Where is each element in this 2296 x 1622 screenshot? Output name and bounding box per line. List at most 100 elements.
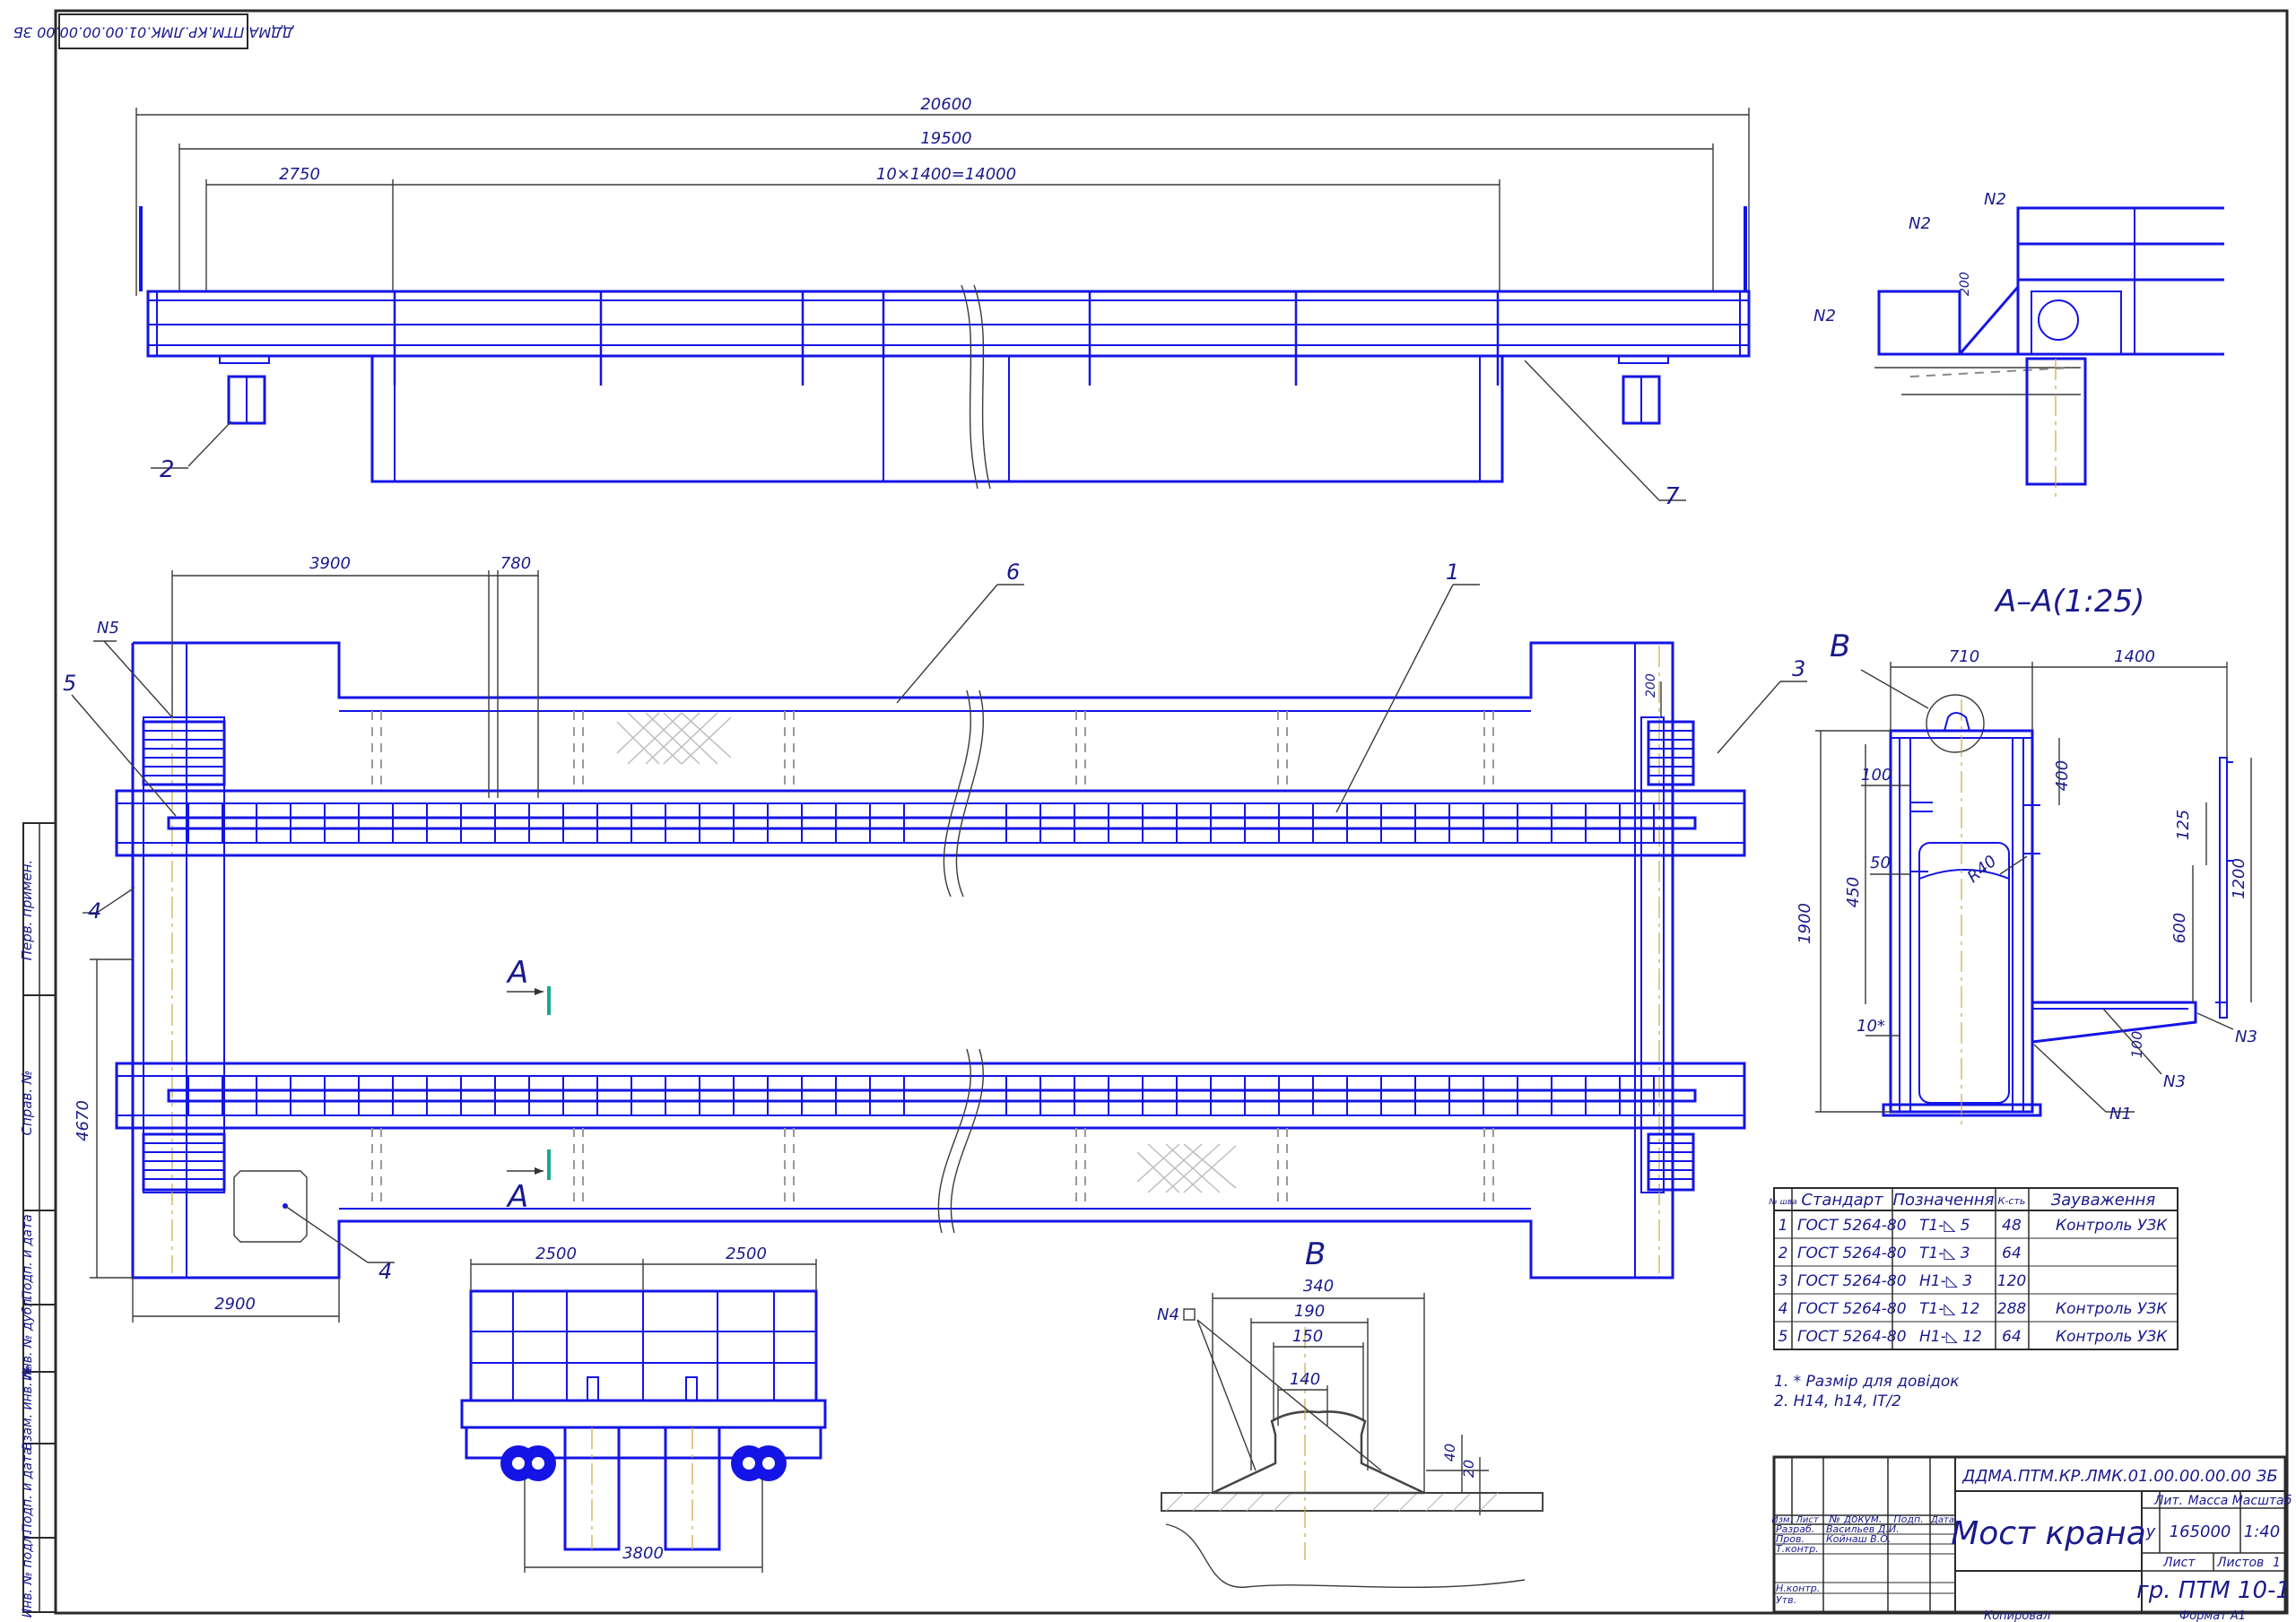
stamp-inv-podl: Инв. № подл. [21, 1531, 35, 1618]
end-carriage-view: 2500 2500 3800 [460, 1245, 827, 1573]
dim-150: 150 [1292, 1327, 1323, 1346]
tb-h-sheet: Лист [2162, 1556, 2196, 1570]
dim-3800: 3800 [622, 1544, 664, 1563]
pos-6: 6 [1006, 559, 1020, 585]
weld-cell: 48 [2002, 1217, 2022, 1235]
dim-2750: 2750 [279, 165, 320, 184]
section-a-a-view: А–А(1:25) В 710 1400 [1796, 584, 2257, 1130]
tb-copied: Копировал [1984, 1609, 2050, 1622]
section-mark-lower: А [506, 1149, 551, 1215]
weld-cell: Контроль УЗК [2056, 1300, 2168, 1318]
weld-cell: 2 [1779, 1245, 1788, 1262]
stamp-sprav: Справ. № [19, 1071, 35, 1136]
dim-4670: 4670 [74, 1100, 92, 1141]
weld-n3-b: N3 [2235, 1028, 2257, 1046]
tb-format: Формат А1 [2179, 1609, 2246, 1622]
dim-10x1400: 10×1400=14000 [876, 165, 1016, 184]
tb-mass-value: 165000 [2170, 1522, 2231, 1541]
dim-10-star: 10* [1857, 1017, 1885, 1036]
weld-cell: Контроль УЗК [2056, 1328, 2168, 1346]
dim-2900: 2900 [214, 1295, 256, 1314]
tb-nkontr-label: Н.контр. [1776, 1583, 1820, 1594]
dim-450: 450 [1844, 877, 1863, 907]
dim-19500: 19500 [920, 129, 971, 148]
stair-bottom-right [1647, 1132, 1695, 1192]
wheel-right [731, 1445, 787, 1481]
pos-3: 3 [1792, 656, 1805, 681]
weld-cell: Т1-◺ 12 [1919, 1300, 1979, 1318]
dim-200-plan: 200 [1644, 673, 1658, 698]
section-a-lower: А [506, 1179, 528, 1215]
weld-cell: 120 [1997, 1272, 2026, 1290]
tb-utv-label: Утв. [1776, 1594, 1796, 1606]
weld-head-qty: К-сть [1998, 1195, 2026, 1207]
tb-h-sheets: Листов [2216, 1556, 2264, 1570]
dim-100-top: 100 [1861, 766, 1892, 785]
dim-2500-right: 2500 [726, 1245, 767, 1263]
tb-razrab-label: Разраб. [1776, 1523, 1814, 1535]
plan-dimensions: 3900 780 4670 2900 200 [74, 554, 1662, 1323]
tb-scale-value: 1:40 [2244, 1522, 2280, 1541]
pos-4-right: 4 [378, 1259, 392, 1284]
detail-b-title: В [1305, 1236, 1326, 1272]
section-title: А–А(1:25) [1994, 584, 2144, 620]
notes: 1. * Размір для довідок 2. H14, h14, IT/… [1774, 1373, 1960, 1410]
dim-340: 340 [1303, 1277, 1334, 1296]
rotated-code-stamp: ДДМА.ПТМ.КР.ЛМК.01.00.00.00.00 ЗБ [13, 24, 294, 41]
weld-n5: N5 [97, 619, 119, 638]
note-1: 1. * Размір для довідок [1774, 1373, 1960, 1391]
dim-600: 600 [2170, 913, 2189, 943]
elevation-wheel-right [1618, 355, 1669, 425]
dim-140: 140 [1290, 1370, 1320, 1389]
dim-710: 710 [1949, 647, 1979, 666]
tb-h-lit: Лит. [2153, 1494, 2183, 1508]
tb-razrab-name: Васильев Д.И. [1826, 1523, 1900, 1535]
railing-posts [393, 291, 1500, 386]
weld-n2-b: N2 [1984, 190, 2006, 209]
stamp-podp2: Подп. и дата [21, 1447, 35, 1532]
tb-prov-label: Пров. [1776, 1533, 1805, 1545]
tb-document-code: ДДМА.ПТМ.КР.ЛМК.01.00.00.00.00 ЗБ [1961, 1467, 2277, 1486]
pos-4-left: 4 [88, 898, 101, 924]
tb-sheets-value: 1 [2273, 1556, 2281, 1570]
weld-head-designation: Позначення [1893, 1191, 1995, 1210]
tb-tkontr-label: Т.контр. [1776, 1543, 1819, 1555]
stamp-inv-dubl: Инв. № дубл. [21, 1295, 35, 1381]
girder-stiffeners-lower [187, 1076, 1655, 1115]
girder-stiffeners-upper [187, 803, 1655, 843]
stair-top-right [1647, 720, 1695, 786]
front-elevation-view: 20600 19500 2750 10×1400=14000 [135, 95, 1751, 510]
dim-3900: 3900 [309, 554, 351, 573]
detail-b-mark: В [1830, 629, 1850, 664]
dim-1400: 1400 [2114, 647, 2155, 666]
tb-lit-value: у [2145, 1522, 2156, 1541]
stamp-perv: Перв. примен. [19, 860, 35, 961]
weld-n2-a: N2 [1909, 214, 1931, 233]
tb-h-sign: Подп. [1893, 1514, 1923, 1525]
weld-cell: ГОСТ 5264-80 [1797, 1300, 1907, 1318]
weld-table: № шва Стандарт Позначення К-сть Зауважен… [1768, 1187, 2179, 1350]
weld-cell: ГОСТ 5264-80 [1797, 1245, 1907, 1262]
tb-title: Мост крана [1951, 1515, 2146, 1552]
elevation-dimensions: 20600 19500 2750 10×1400=14000 [135, 95, 1750, 296]
weld-cell: 4 [1779, 1300, 1788, 1318]
dim-2500-left: 2500 [535, 1245, 577, 1263]
pos-5: 5 [63, 671, 76, 696]
wheel-left [500, 1445, 556, 1481]
pos-1: 1 [1446, 559, 1459, 585]
side-stamp: Перв. примен. Справ. № Подп. и дата Инв.… [19, 822, 57, 1618]
dim-400: 400 [2053, 760, 2072, 791]
elevation-wheel-left [219, 355, 270, 425]
stair-top-left [142, 720, 226, 786]
weld-cell: 288 [1997, 1300, 2027, 1318]
dim-r40: R40 [1964, 852, 2001, 887]
weld-n1: N1 [2109, 1105, 2132, 1123]
weld-cell: 5 [1779, 1328, 1788, 1346]
weld-cell: Т1-◺ 3 [1919, 1245, 1970, 1262]
weld-head-notes: Зауваження [2051, 1191, 2156, 1210]
plan-view: А А 3900 780 4670 2900 200 [63, 554, 1807, 1323]
weld-cell: 64 [2002, 1245, 2022, 1262]
weld-cell: 64 [2002, 1328, 2022, 1346]
weld-cell: ГОСТ 5264-80 [1797, 1328, 1907, 1346]
